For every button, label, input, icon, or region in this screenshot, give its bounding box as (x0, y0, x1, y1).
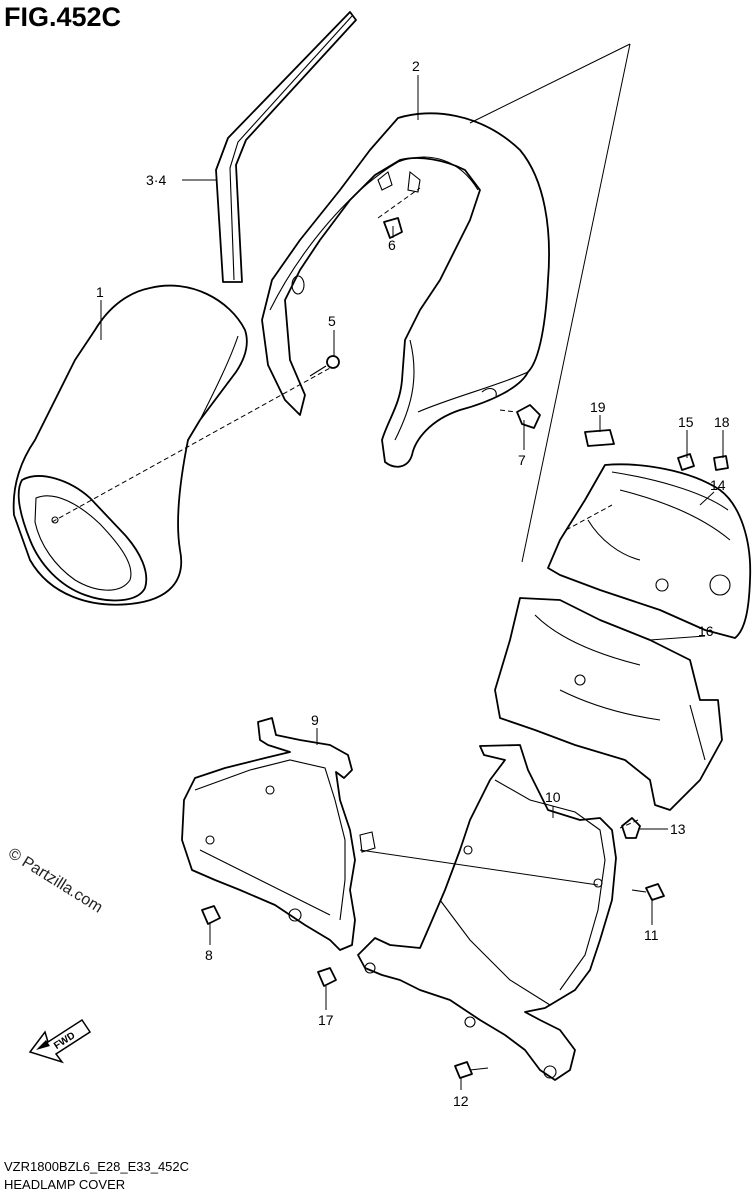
part-10-right-bracket (357, 744, 617, 1081)
part-13-plug (621, 817, 641, 839)
part-12-bolt (454, 1061, 489, 1079)
callout-14: 14 (710, 477, 726, 493)
part-8-grommet (201, 905, 221, 925)
callout-13: 13 (670, 821, 686, 837)
part-15-grommet (677, 453, 695, 471)
callout-9: 9 (311, 712, 319, 728)
part-5-screw (309, 355, 340, 377)
part-9-left-bracket (181, 717, 376, 951)
callout-labels: 2 3·4 1 5 6 7 19 15 18 14 16 9 10 13 11 … (96, 58, 730, 1109)
callout-5: 5 (328, 313, 336, 329)
diagram-caption: HEADLAMP COVER (4, 1177, 126, 1192)
callout-2: 2 (412, 58, 420, 74)
callout-17: 17 (318, 1012, 334, 1028)
fwd-arrow-icon: FWD (28, 1018, 92, 1064)
part-17-grommet (317, 967, 337, 987)
part-7-fastener (516, 404, 541, 429)
callout-6: 6 (388, 237, 396, 253)
callout-1: 1 (96, 284, 104, 300)
leader-lines (100, 75, 724, 1090)
part-18-connector (713, 455, 729, 471)
part-1-headlamp-shell (12, 284, 248, 606)
part-14-inner-cover (547, 463, 752, 639)
callout-7: 7 (518, 452, 526, 468)
assembly-lines (51, 43, 639, 886)
figure-title: FIG.452C (4, 2, 122, 32)
part-2-outer-cowl (261, 112, 550, 468)
callout-10: 10 (545, 789, 561, 805)
part-11-bolt (631, 883, 665, 901)
model-code: VZR1800BZL6_E28_E33_452C (4, 1159, 190, 1174)
callout-16: 16 (698, 623, 714, 639)
callout-8: 8 (205, 947, 213, 963)
callout-19: 19 (590, 399, 606, 415)
part-19-rubber-block (584, 429, 615, 447)
callout-11: 11 (644, 927, 659, 943)
callout-12: 12 (453, 1093, 469, 1109)
callout-15: 15 (678, 414, 694, 430)
part-3-4-trim-strip (215, 11, 357, 283)
callout-18: 18 (714, 414, 730, 430)
callout-3-4: 3·4 (146, 172, 166, 188)
